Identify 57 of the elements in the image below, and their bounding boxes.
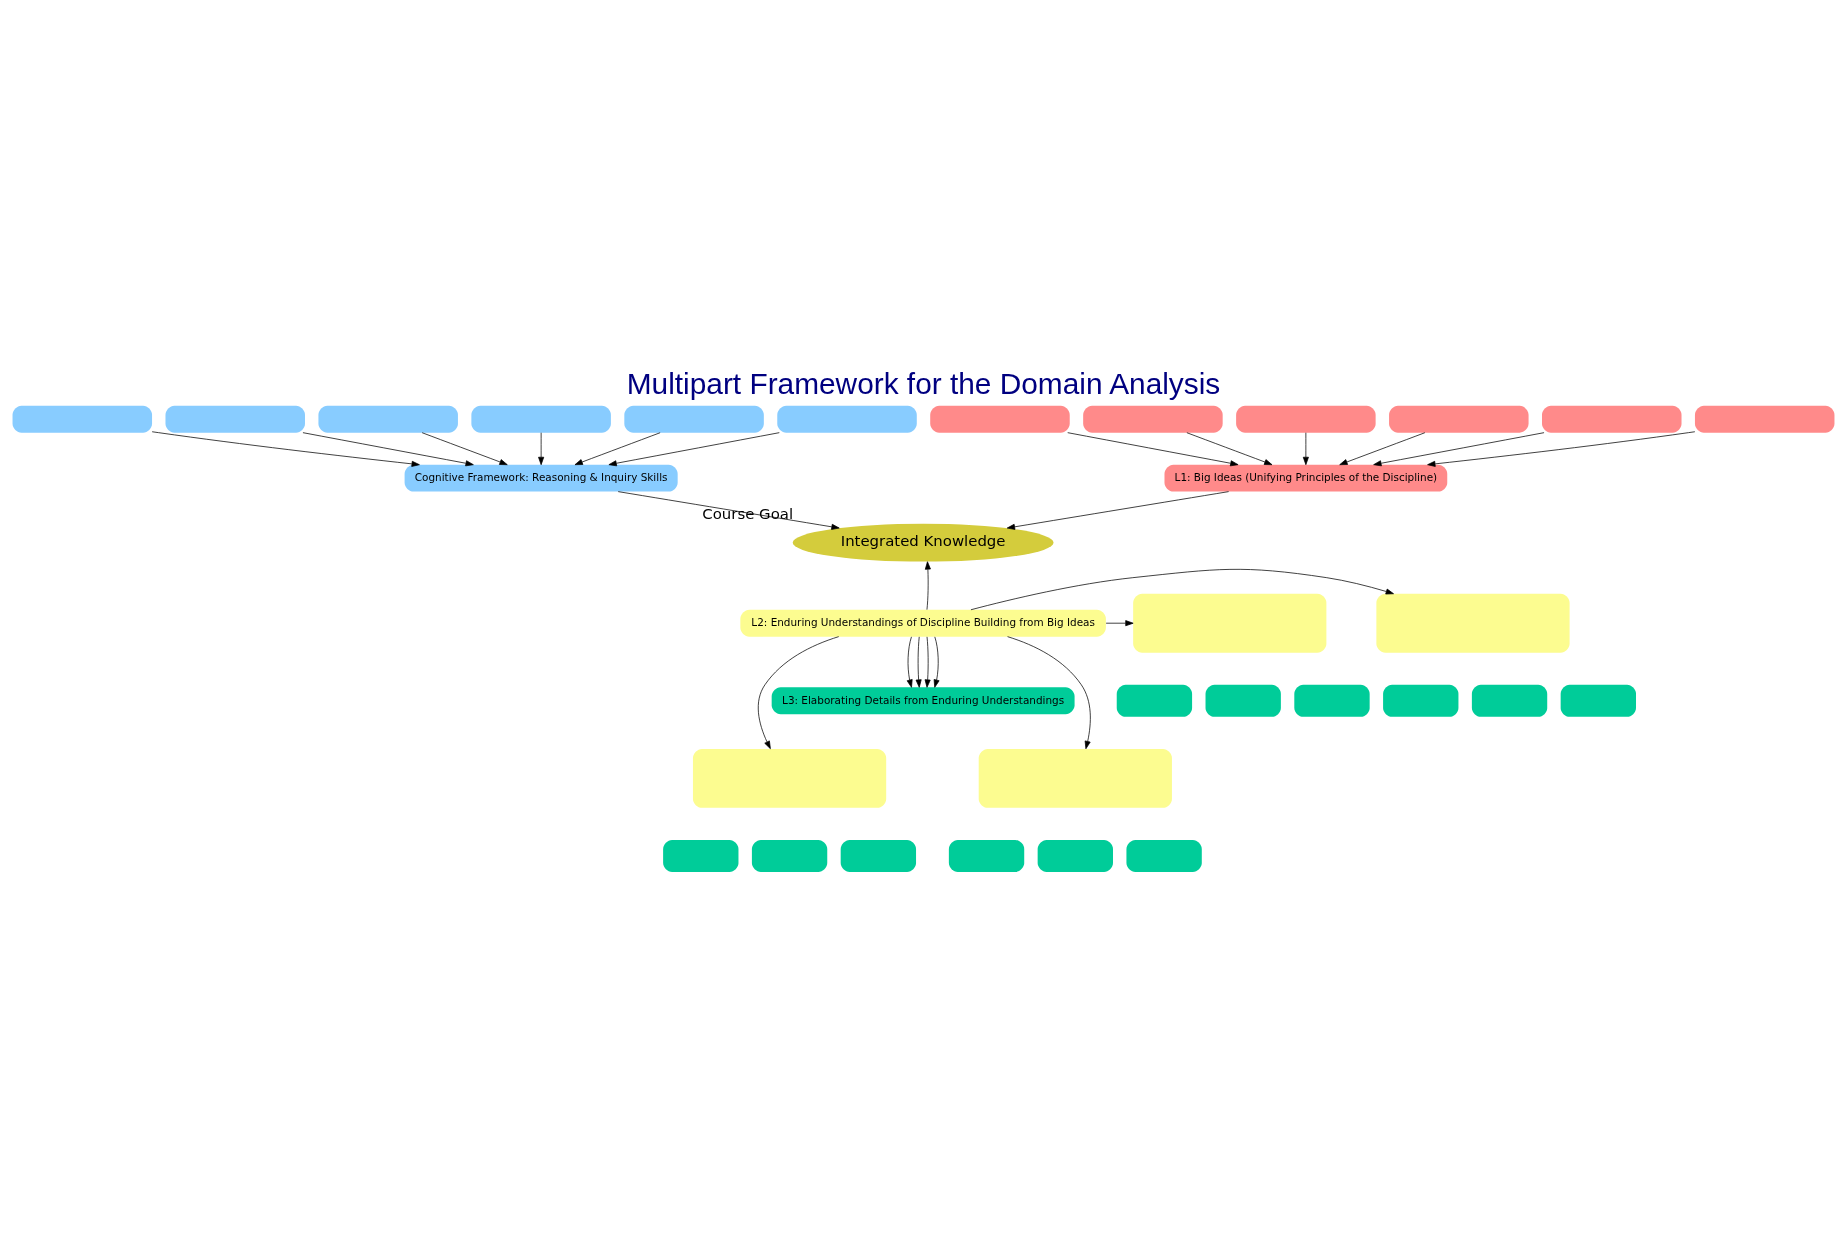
node-label: Course Goal	[702, 505, 794, 524]
arrow	[538, 432, 545, 466]
node-box	[1133, 593, 1327, 653]
arrow	[1007, 636, 1091, 750]
arrow	[1105, 620, 1134, 627]
arrow	[574, 432, 661, 466]
node-box	[978, 748, 1172, 808]
node-box	[1376, 593, 1570, 653]
arrow	[1302, 432, 1309, 466]
node-box	[1383, 684, 1459, 717]
node-box	[663, 839, 739, 872]
node-box	[624, 405, 764, 433]
arrow	[1186, 432, 1273, 466]
arrow	[924, 561, 931, 610]
arrow	[933, 636, 940, 688]
node-box	[1471, 684, 1548, 717]
node-box: Cognitive Framework: Reasoning & Inquiry Skills	[404, 464, 678, 492]
node-box: L2: Enduring Understandings of Discipline Building from Big Ideas	[740, 609, 1106, 637]
arrow	[1067, 432, 1239, 467]
node-box	[471, 405, 611, 433]
arrow	[617, 491, 840, 530]
node-box	[1205, 684, 1281, 717]
node-box	[1560, 684, 1636, 717]
node-box	[1694, 405, 1835, 433]
node-box	[1236, 405, 1376, 433]
arrow	[1427, 431, 1696, 467]
arrow	[915, 636, 922, 688]
node-box: L3: Elaborating Details from Enduring Understandings	[771, 687, 1075, 715]
node-box	[165, 405, 305, 433]
arrow	[757, 636, 840, 750]
node-box	[318, 405, 458, 433]
node-box	[1294, 684, 1370, 717]
node-box	[692, 748, 887, 808]
node-box	[840, 839, 917, 872]
arrow	[421, 432, 508, 466]
arrow	[906, 636, 913, 688]
node-box: L1: Big Ideas (Unifying Principles of the Discipline)	[1164, 464, 1448, 492]
arrow	[1339, 432, 1426, 466]
node-box	[930, 405, 1070, 433]
node-box	[777, 405, 917, 433]
arrow	[608, 432, 780, 467]
arrow	[1006, 491, 1230, 530]
node-box	[1542, 405, 1682, 433]
arrow	[302, 432, 474, 467]
node-box	[1083, 405, 1223, 433]
node-box	[12, 405, 153, 433]
node-box	[948, 839, 1025, 872]
arrow	[1373, 432, 1545, 467]
node-box	[1037, 839, 1113, 872]
node-box	[751, 839, 828, 872]
arrow	[970, 569, 1394, 611]
arrow	[151, 431, 420, 467]
node-box	[1116, 684, 1193, 717]
arrow	[924, 636, 931, 688]
node-box	[1126, 839, 1202, 872]
node-box	[1389, 405, 1529, 433]
diagram-title: Multipart Framework for the Domain Analysis	[626, 366, 1221, 400]
